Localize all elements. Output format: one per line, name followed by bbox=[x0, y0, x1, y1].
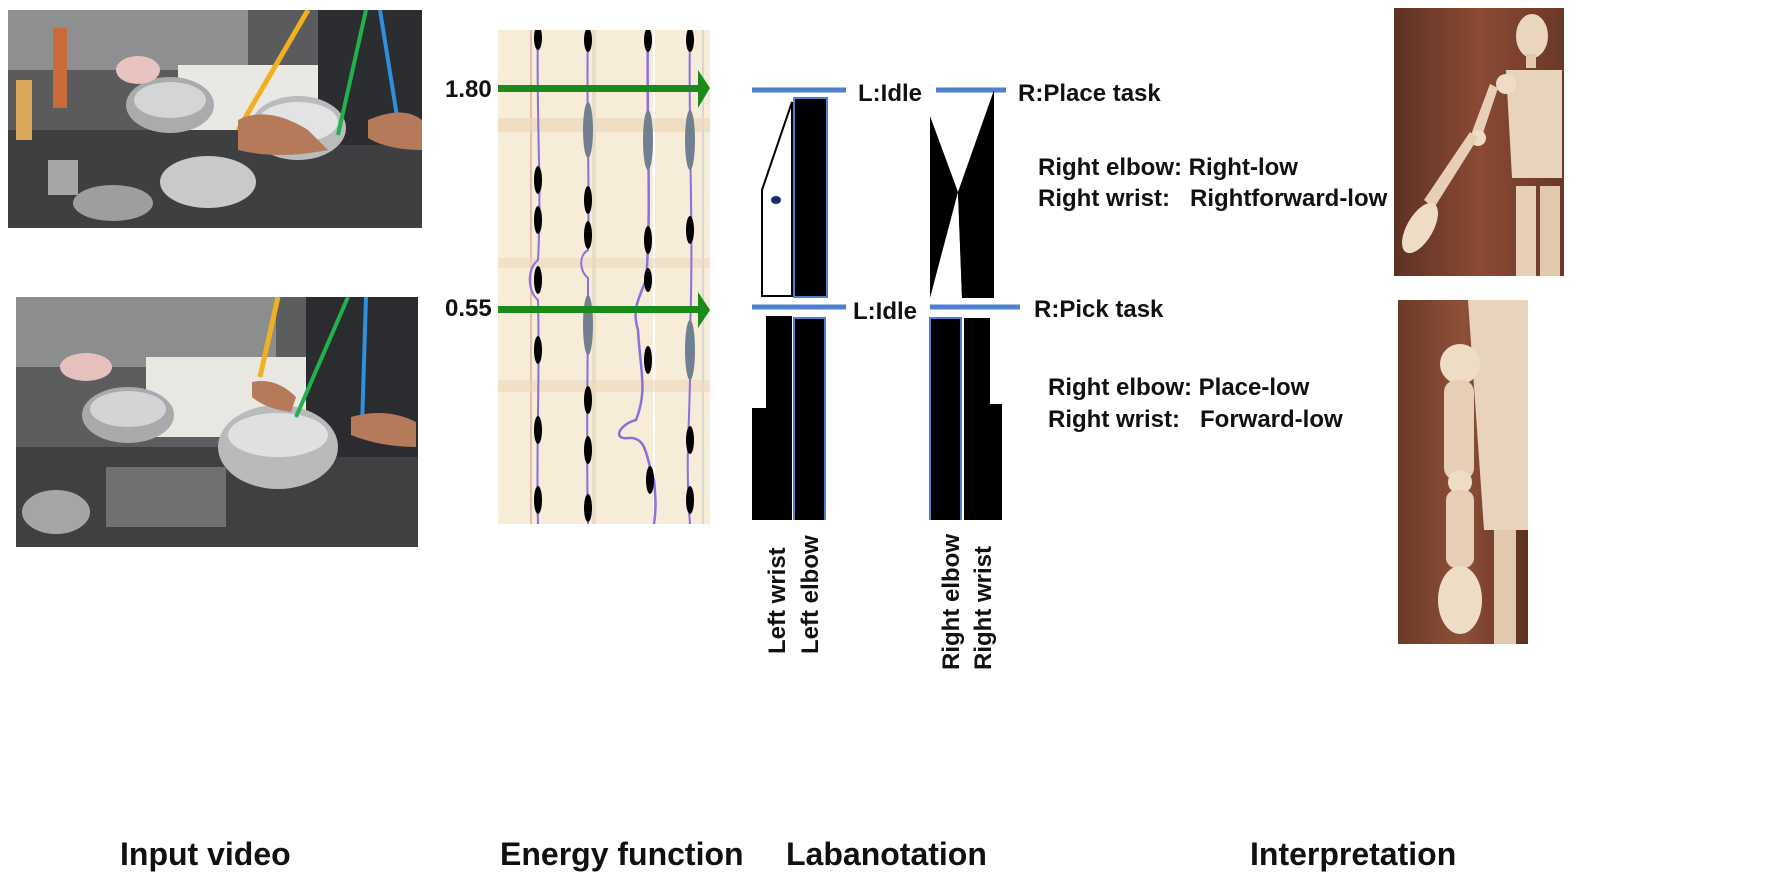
tick-label-top: 1.80 bbox=[445, 76, 492, 103]
caption-input-video: Input video bbox=[120, 836, 291, 872]
laban-top-left-label: L:Idle bbox=[858, 80, 922, 107]
column-label-left-elbow: Left elbow bbox=[797, 535, 824, 654]
laban-bottom-right-label: R:Pick task bbox=[1034, 296, 1164, 323]
kitchen-video-frame-icon bbox=[8, 10, 422, 228]
left-wrist-bottom-symbol bbox=[752, 316, 792, 520]
left-elbow-bottom-symbol bbox=[793, 317, 826, 520]
right-elbow-top-symbol bbox=[930, 116, 958, 298]
column-label-right-elbow: Right elbow bbox=[938, 534, 965, 670]
interp-top-elbow: Right elbow: Right-low bbox=[1038, 154, 1298, 181]
left-elbow-top-symbol bbox=[793, 97, 828, 298]
right-elbow-bottom-symbol bbox=[929, 317, 962, 520]
energy-function-plot bbox=[498, 30, 710, 524]
caption-interpretation: Interpretation bbox=[1250, 836, 1457, 872]
caption-energy-function: Energy function bbox=[500, 836, 744, 872]
interp-bottom-elbow: Right elbow: Place-low bbox=[1048, 374, 1310, 401]
interp-bottom-wrist: Right wrist: Forward-low bbox=[1048, 406, 1343, 433]
laban-bottom-left-label: L:Idle bbox=[853, 298, 917, 325]
labanotation-staff bbox=[752, 87, 1020, 520]
interp-top-wrist: Right wrist: Rightforward-low bbox=[1038, 185, 1388, 212]
caption-labanotation: Labanotation bbox=[786, 836, 987, 872]
energy-plot-svg bbox=[498, 30, 710, 524]
wooden-mannequin-icon bbox=[1398, 300, 1528, 644]
video-frame-top bbox=[8, 10, 422, 228]
laban-top-right-label: R:Place task bbox=[1018, 80, 1161, 107]
kitchen-video-frame-icon bbox=[16, 297, 418, 547]
mannequin-photo-top bbox=[1394, 8, 1564, 276]
right-wrist-bottom-symbol bbox=[964, 318, 1002, 520]
video-frame-bottom bbox=[16, 297, 418, 547]
column-label-right-wrist: Right wrist bbox=[970, 546, 997, 670]
column-label-left-wrist: Left wrist bbox=[764, 547, 791, 654]
wooden-mannequin-icon bbox=[1394, 8, 1564, 276]
mannequin-photo-bottom bbox=[1398, 300, 1528, 644]
tick-label-bottom: 0.55 bbox=[445, 295, 492, 322]
